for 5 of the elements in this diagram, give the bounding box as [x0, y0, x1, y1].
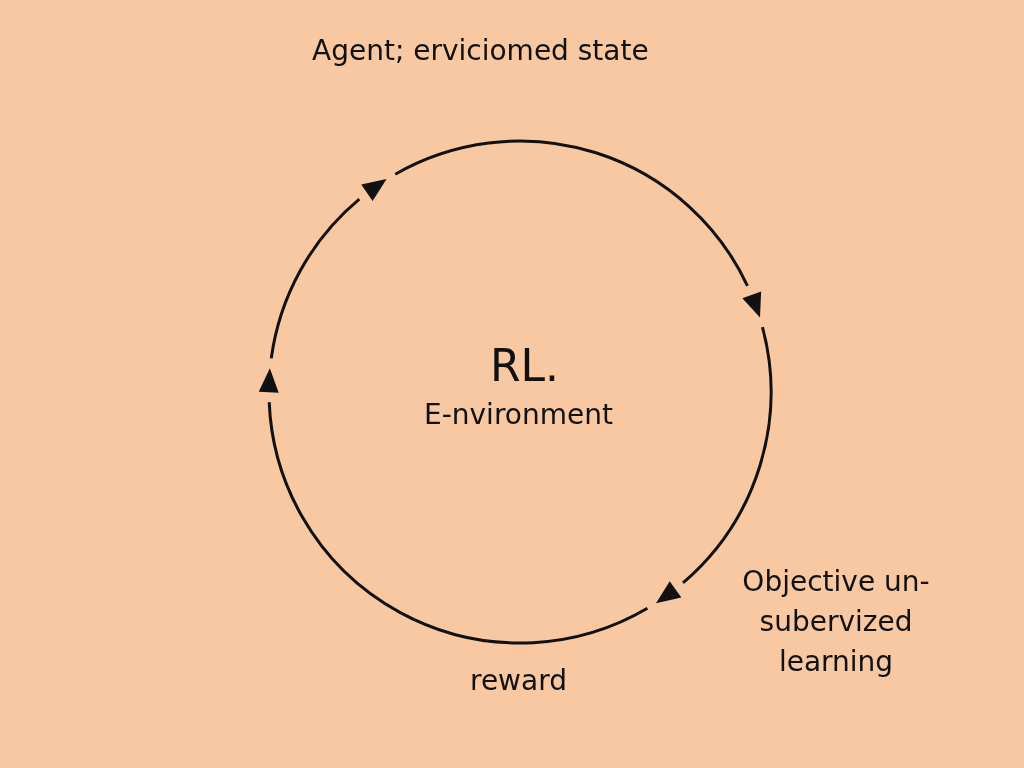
- bottom-label: reward: [470, 664, 567, 697]
- center-heading: RL.: [490, 340, 560, 391]
- side-label: Objective un-subervized learning: [741, 564, 931, 680]
- center-subheading: E-nvironment: [424, 398, 613, 431]
- title: Agent; erviciomed state: [312, 34, 649, 67]
